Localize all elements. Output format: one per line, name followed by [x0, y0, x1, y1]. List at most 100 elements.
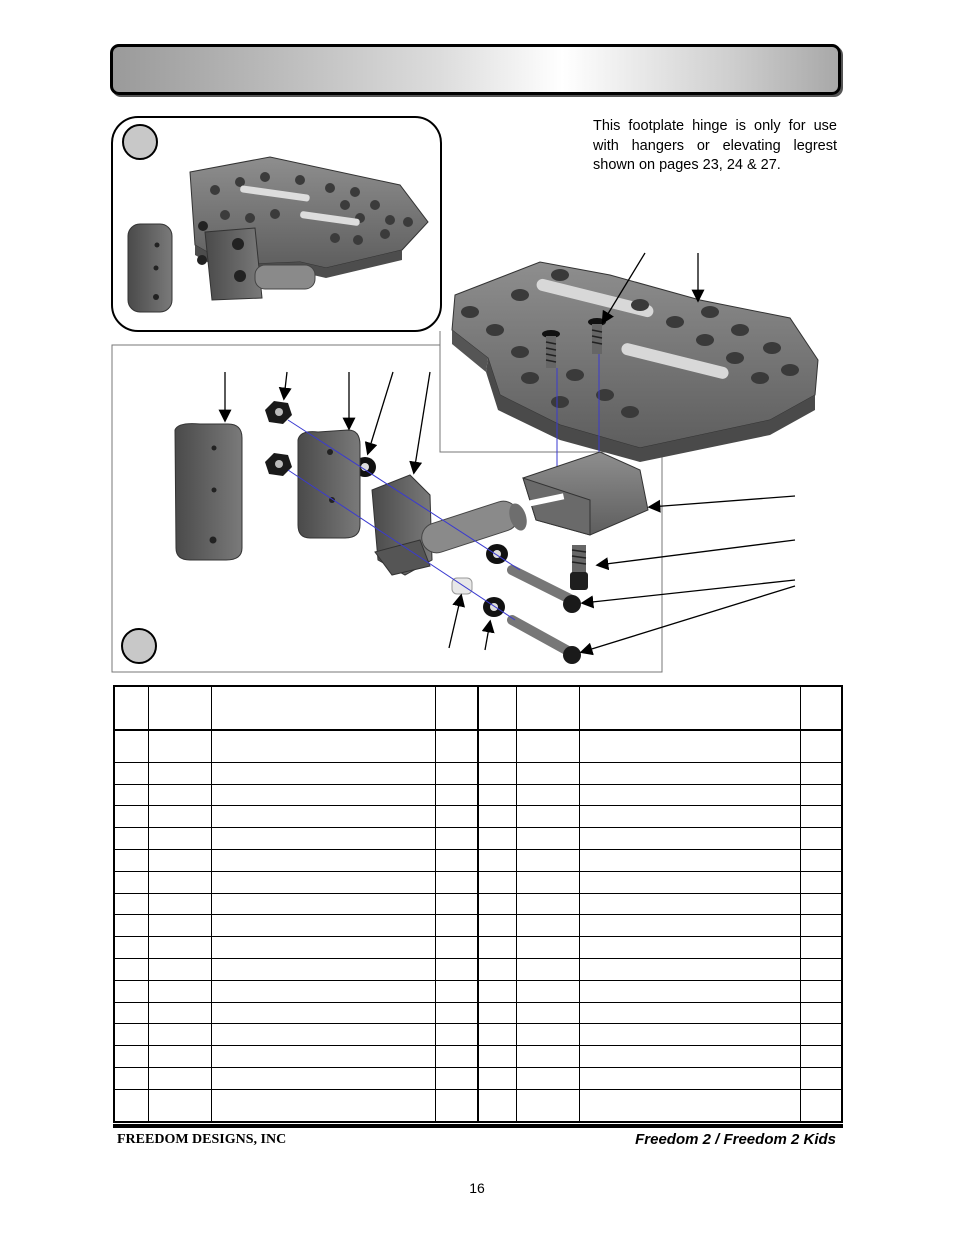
table-cell [113, 1066, 149, 1090]
table-cell [147, 1088, 212, 1123]
table-cell [210, 1023, 436, 1047]
table-cell [477, 848, 517, 872]
table-cell [434, 783, 479, 807]
table-cell [147, 1023, 212, 1047]
table-cell [799, 827, 843, 850]
table-cell [434, 892, 479, 916]
callout-circle-inset [122, 124, 158, 160]
table-cell [434, 1001, 479, 1025]
footer-product: Freedom 2 / Freedom 2 Kids [635, 1131, 836, 1148]
table-cell [578, 1001, 801, 1025]
inset-assembled-view [111, 116, 442, 332]
table-cell [147, 914, 212, 938]
table-cell [515, 1023, 580, 1047]
table-row [113, 914, 843, 938]
table-cell [434, 957, 479, 981]
table-row [113, 870, 843, 894]
table-cell [113, 761, 149, 785]
table-cell [147, 957, 212, 981]
table-cell [578, 783, 801, 807]
table-cell [210, 783, 436, 807]
table-cell [113, 1088, 149, 1123]
table-cell [477, 1066, 517, 1090]
table-row [113, 783, 843, 807]
table-cell [477, 914, 517, 938]
table-cell [477, 827, 517, 850]
table-cell [515, 827, 580, 850]
table-cell [578, 729, 801, 763]
table-cell [147, 761, 212, 785]
table-cell [147, 1066, 212, 1090]
table-cell [434, 1045, 479, 1068]
table-cell [210, 827, 436, 850]
table-row [113, 805, 843, 829]
table-cell [477, 957, 517, 981]
table-cell [799, 805, 843, 829]
table-cell [113, 848, 149, 872]
table-cell [434, 1023, 479, 1047]
table-cell [113, 936, 149, 959]
table-cell [113, 1001, 149, 1025]
table-row [113, 729, 843, 763]
table-cell [210, 729, 436, 763]
table-cell [578, 892, 801, 916]
table-cell [799, 979, 843, 1003]
table-cell [434, 979, 479, 1003]
table-cell [147, 979, 212, 1003]
table-cell [210, 892, 436, 916]
table-cell [434, 805, 479, 829]
table-cell [210, 1001, 436, 1025]
table-cell [147, 870, 212, 894]
assembly-lines [287, 419, 521, 621]
table-row [113, 1066, 843, 1090]
table-cell [210, 1066, 436, 1090]
table-cell [515, 870, 580, 894]
table-cell [578, 936, 801, 959]
table-cell [477, 1023, 517, 1047]
leader-arrows [218, 252, 796, 656]
table-cell [799, 783, 843, 807]
table-cell [477, 761, 517, 785]
table-cell [147, 729, 212, 763]
table-cell [515, 1088, 580, 1123]
footplate-part [451, 261, 819, 462]
table-row [113, 1088, 843, 1123]
hinge-bracket [371, 474, 527, 576]
table-cell [113, 979, 149, 1003]
table-cell [147, 1001, 212, 1025]
table-cell [434, 914, 479, 938]
lock-nuts [265, 401, 292, 476]
table-cell [113, 1045, 149, 1068]
table-cell [799, 892, 843, 916]
table-cell [578, 870, 801, 894]
table-cell [477, 1088, 517, 1123]
callout-circle-exploded [121, 628, 157, 664]
table-cell [113, 827, 149, 850]
table-cell [578, 848, 801, 872]
table-cell [578, 827, 801, 850]
table-row [113, 827, 843, 850]
countersunk-screws [542, 318, 606, 470]
table-cell [515, 914, 580, 938]
table-cell [799, 914, 843, 938]
table-cell [515, 685, 580, 731]
table-cell [113, 729, 149, 763]
table-cell [799, 848, 843, 872]
table-row [113, 1001, 843, 1025]
table-row [113, 957, 843, 981]
table-cell [147, 1045, 212, 1068]
table-cell [434, 1066, 479, 1090]
table-cell [147, 685, 212, 731]
table-cell [799, 1088, 843, 1123]
table-cell [147, 805, 212, 829]
table-cell [799, 685, 843, 731]
table-cell [477, 729, 517, 763]
table-cell [113, 783, 149, 807]
table-cell [210, 979, 436, 1003]
long-bolts [507, 565, 581, 664]
table-cell [147, 936, 212, 959]
table-row [113, 979, 843, 1003]
table-cell [799, 870, 843, 894]
table-row [113, 1023, 843, 1047]
